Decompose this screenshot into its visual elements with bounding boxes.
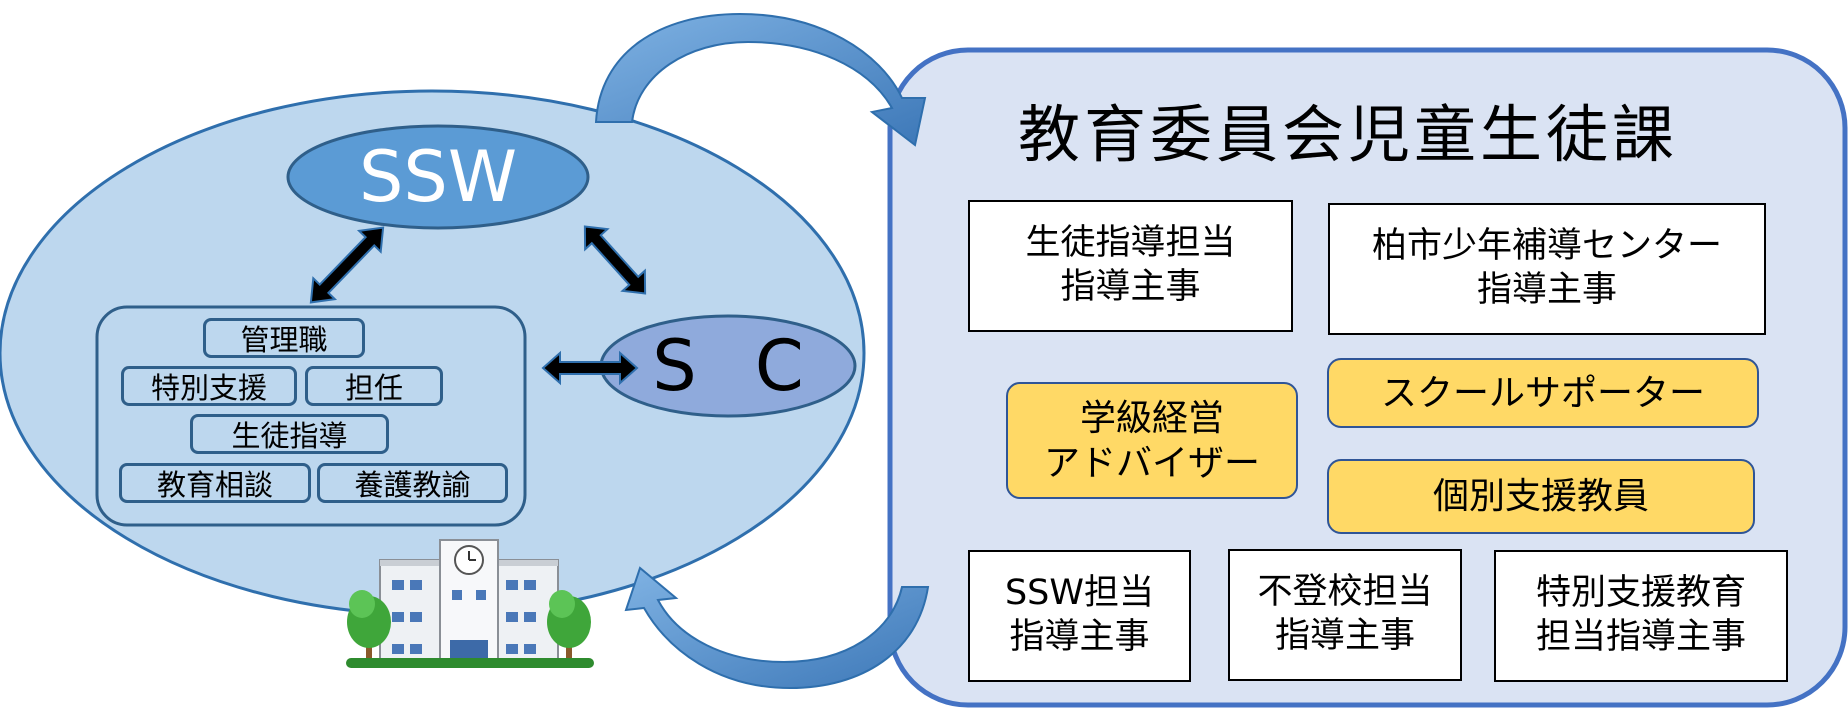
ssw-oval bbox=[286, 124, 590, 230]
box-individual-support-teacher: 個別支援教員 bbox=[1327, 459, 1755, 534]
box-line: 柏市少年補導センター bbox=[1371, 226, 1722, 267]
school-building-icon bbox=[379, 539, 559, 667]
box-special-education-supervisor: 特別支援教育 担当指導主事 bbox=[1494, 550, 1788, 682]
ground-shrubs bbox=[346, 658, 594, 668]
box-line: 不登校担当 bbox=[1257, 572, 1433, 613]
role-student-guidance: 生徒指導 bbox=[190, 414, 389, 454]
double-arrow-ssw-sc bbox=[583, 225, 647, 295]
role-special-support: 特別支援 bbox=[121, 366, 297, 406]
box-line: 学級経営 bbox=[1079, 397, 1224, 439]
double-arrow-staff-sc bbox=[541, 350, 639, 386]
box-guidance-supervisor: 生徒指導担当 指導主事 bbox=[968, 200, 1293, 332]
ssw-label: SSW bbox=[358, 136, 518, 218]
curved-arrow-board-to-school bbox=[624, 566, 930, 690]
box-class-management-advisor: 学級経営 アドバイザー bbox=[1006, 382, 1298, 499]
role-management: 管理職 bbox=[203, 318, 365, 358]
sc-label: S C bbox=[652, 325, 822, 407]
box-line: スクールサポーター bbox=[1380, 372, 1705, 414]
curved-arrow-school-to-board bbox=[594, 12, 927, 147]
panel-title: 教育委員会児童生徒課 bbox=[1018, 98, 1679, 171]
box-line: 指導主事 bbox=[1274, 616, 1415, 656]
double-arrow-ssw-staff bbox=[309, 226, 385, 304]
box-school-supporter: スクールサポーター bbox=[1327, 358, 1759, 428]
box-line: 個別支援教員 bbox=[1432, 476, 1649, 517]
role-education-counseling: 教育相談 bbox=[119, 463, 311, 503]
box-youth-center-supervisor: 柏市少年補導センター 指導主事 bbox=[1328, 203, 1766, 335]
box-ssw-supervisor: SSW担当 指導主事 bbox=[968, 550, 1191, 682]
box-line: 生徒指導担当 bbox=[1025, 223, 1236, 264]
box-line: 指導主事 bbox=[1009, 617, 1150, 657]
box-line: アドバイザー bbox=[1043, 442, 1260, 484]
tree-icon bbox=[547, 590, 591, 666]
tree-icon bbox=[347, 590, 391, 666]
box-line: SSW担当 bbox=[1004, 573, 1155, 614]
box-line: 特別支援教育 bbox=[1535, 573, 1746, 614]
role-homeroom: 担任 bbox=[305, 366, 443, 406]
box-line: 指導主事 bbox=[1476, 270, 1617, 310]
box-truancy-supervisor: 不登校担当 指導主事 bbox=[1228, 549, 1462, 681]
box-line: 指導主事 bbox=[1060, 267, 1201, 307]
box-line: 担当指導主事 bbox=[1535, 617, 1746, 657]
role-school-nurse: 養護教諭 bbox=[317, 463, 508, 503]
